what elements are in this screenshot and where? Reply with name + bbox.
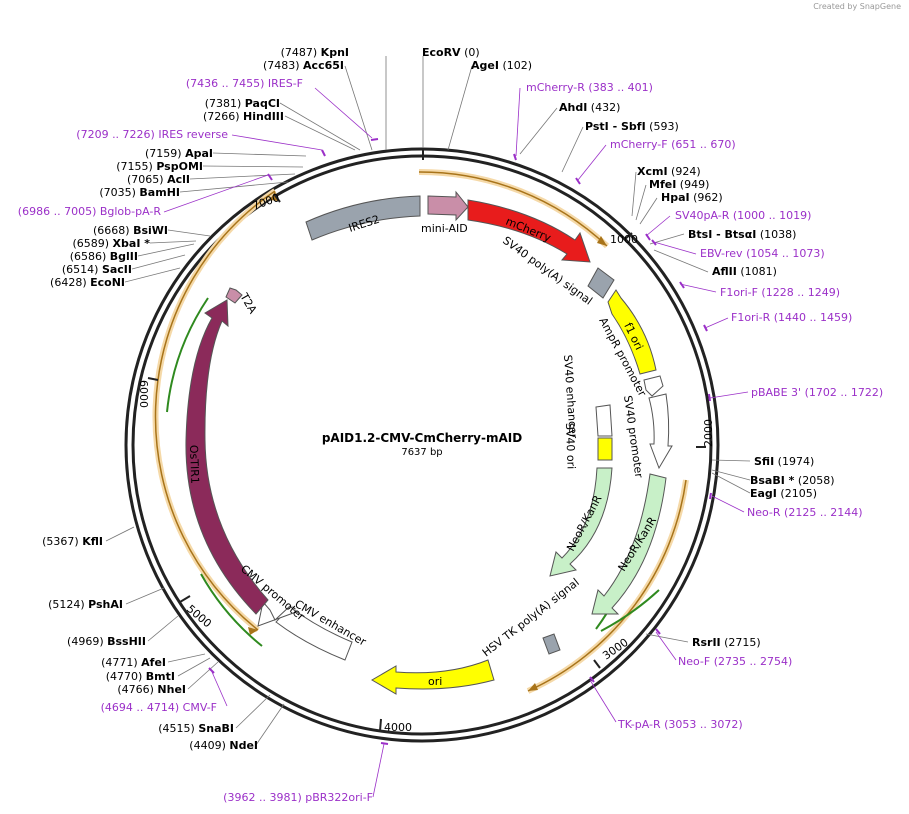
primer-label: mCherry-R (383 .. 401)	[526, 81, 653, 94]
features	[185, 190, 673, 695]
neor-kanr-outer-feature	[591, 473, 667, 615]
sv40-polya-feature	[587, 267, 615, 299]
t2a-feature	[225, 287, 243, 304]
cmv-promoter-feature	[257, 600, 297, 627]
hsv-tk-polya-feature	[542, 633, 561, 655]
feature-label: ori	[428, 675, 442, 688]
mini-aid-feature	[427, 190, 469, 222]
enzyme-label: (7381) PaqCI	[205, 97, 280, 110]
enzyme-label: (6428) EcoNI	[50, 276, 125, 289]
primer-label: F1ori-F (1228 .. 1249)	[720, 286, 840, 299]
enzyme-label: (7035) BamHI	[99, 186, 180, 199]
tick-label: 6000	[137, 380, 150, 408]
sv40-promoter-feature	[648, 393, 673, 470]
enzyme-label: AhdI (432)	[559, 101, 620, 114]
feature-label: HSV TK poly(A) signal	[480, 576, 582, 660]
mcherry-feature	[467, 199, 591, 263]
tick-label: 1000	[610, 233, 638, 246]
enzyme-leaders	[105, 56, 751, 746]
feature-label: SV40 ori	[563, 423, 578, 470]
scale-ticks	[147, 148, 706, 732]
f1-ori-feature	[607, 289, 657, 375]
enzyme-label: EcoRV (0)	[422, 46, 480, 59]
enzyme-label: (7266) HindIII	[203, 110, 284, 123]
enzyme-label: SfiI (1974)	[754, 455, 814, 468]
enzyme-label: XcmI (924)	[637, 165, 701, 178]
primer-leaders	[163, 87, 749, 798]
primer-label: Neo-F (2735 .. 2754)	[678, 655, 792, 668]
enzyme-label: (7065) AclI	[127, 173, 190, 186]
feature-label: mini-AID	[421, 222, 468, 235]
sv40-enhancer-feature	[595, 404, 613, 437]
tick-label: 2000	[702, 419, 715, 447]
enzyme-label: EagI (2105)	[750, 487, 817, 500]
neor-kanr-inner-feature	[549, 467, 613, 577]
enzyme-label: AgeI (102)	[471, 59, 532, 72]
primer-label: (3962 .. 3981) pBR322ori-F	[223, 791, 373, 804]
feature-label: OsTIR1	[187, 445, 201, 484]
enzyme-label: (6514) SacII	[62, 263, 132, 276]
ori-feature	[371, 659, 495, 695]
enzyme-label: (4770) BmtI	[106, 670, 175, 683]
enzyme-label: (7487) KpnI	[281, 46, 349, 59]
enzyme-label: (5124) PshAI	[48, 598, 123, 611]
enzyme-label: PstI - SbfI (593)	[585, 120, 679, 133]
tick-label: 7000	[251, 191, 282, 213]
sv40-ori-feature	[597, 437, 613, 461]
primer-label: F1ori-R (1440 .. 1459)	[731, 311, 852, 324]
primer-label: (6986 .. 7005) Bglob-pA-R	[18, 205, 162, 218]
enzyme-label: (4409) NdeI	[189, 739, 258, 752]
ampr-promoter-feature	[643, 375, 664, 397]
enzyme-label: (7155) PspOMI	[116, 160, 203, 173]
primer-label: (7209 .. 7226) IRES reverse	[76, 128, 228, 141]
primer-label: TK-pA-R (3053 .. 3072)	[617, 718, 743, 731]
enzyme-label: RsrII (2715)	[692, 636, 761, 649]
primer-label: Neo-R (2125 .. 2144)	[747, 506, 863, 519]
plasmid-name: pAID1.2-CMV-CmCherry-mAID	[322, 431, 522, 445]
enzyme-label: (6668) BsiWI	[93, 224, 168, 237]
primer-label: (7436 .. 7455) IRES-F	[186, 77, 303, 90]
enzyme-label: (4969) BssHII	[67, 635, 146, 648]
ostir1-feature	[185, 299, 269, 615]
feature-label: SV40 enhancer	[561, 354, 580, 439]
feature-label: SV40 promoter	[621, 395, 645, 480]
enzyme-label: AflII (1081)	[712, 265, 777, 278]
enzyme-label: (5367) KflI	[42, 535, 103, 548]
enzyme-label: BtsI - BtsαI (1038)	[688, 228, 796, 241]
plasmid-length: 7637 bp	[401, 447, 442, 458]
primer-label: pBABE 3' (1702 .. 1722)	[751, 386, 883, 399]
primer-label: EBV-rev (1054 .. 1073)	[700, 247, 825, 260]
ires2-feature	[305, 195, 421, 241]
enzyme-label: (4766) NheI	[117, 683, 186, 696]
enzyme-label: (7483) Acc65I	[263, 59, 344, 72]
enzyme-label: (7159) ApaI	[145, 147, 213, 160]
enzyme-label: (4771) AfeI	[101, 656, 166, 669]
snapgene-credit: Created by SnapGene	[813, 2, 901, 11]
primer-label: mCherry-F (651 .. 670)	[610, 138, 736, 151]
primer-marks	[208, 138, 712, 745]
enzyme-label: BsaBI * (2058)	[750, 474, 835, 487]
enzyme-label: (4515) SnaBI	[158, 722, 234, 735]
enzyme-label: (6586) BglII	[70, 250, 138, 263]
tick-label: 4000	[384, 721, 412, 734]
orf-arcs	[152, 168, 689, 694]
primer-label: (4694 .. 4714) CMV-F	[101, 701, 217, 714]
enzyme-label: HpaI (962)	[661, 191, 723, 204]
primer-label: SV40pA-R (1000 .. 1019)	[675, 209, 811, 222]
enzyme-label: MfeI (949)	[649, 178, 709, 191]
enzyme-label: (6589) XbaI *	[72, 237, 150, 250]
